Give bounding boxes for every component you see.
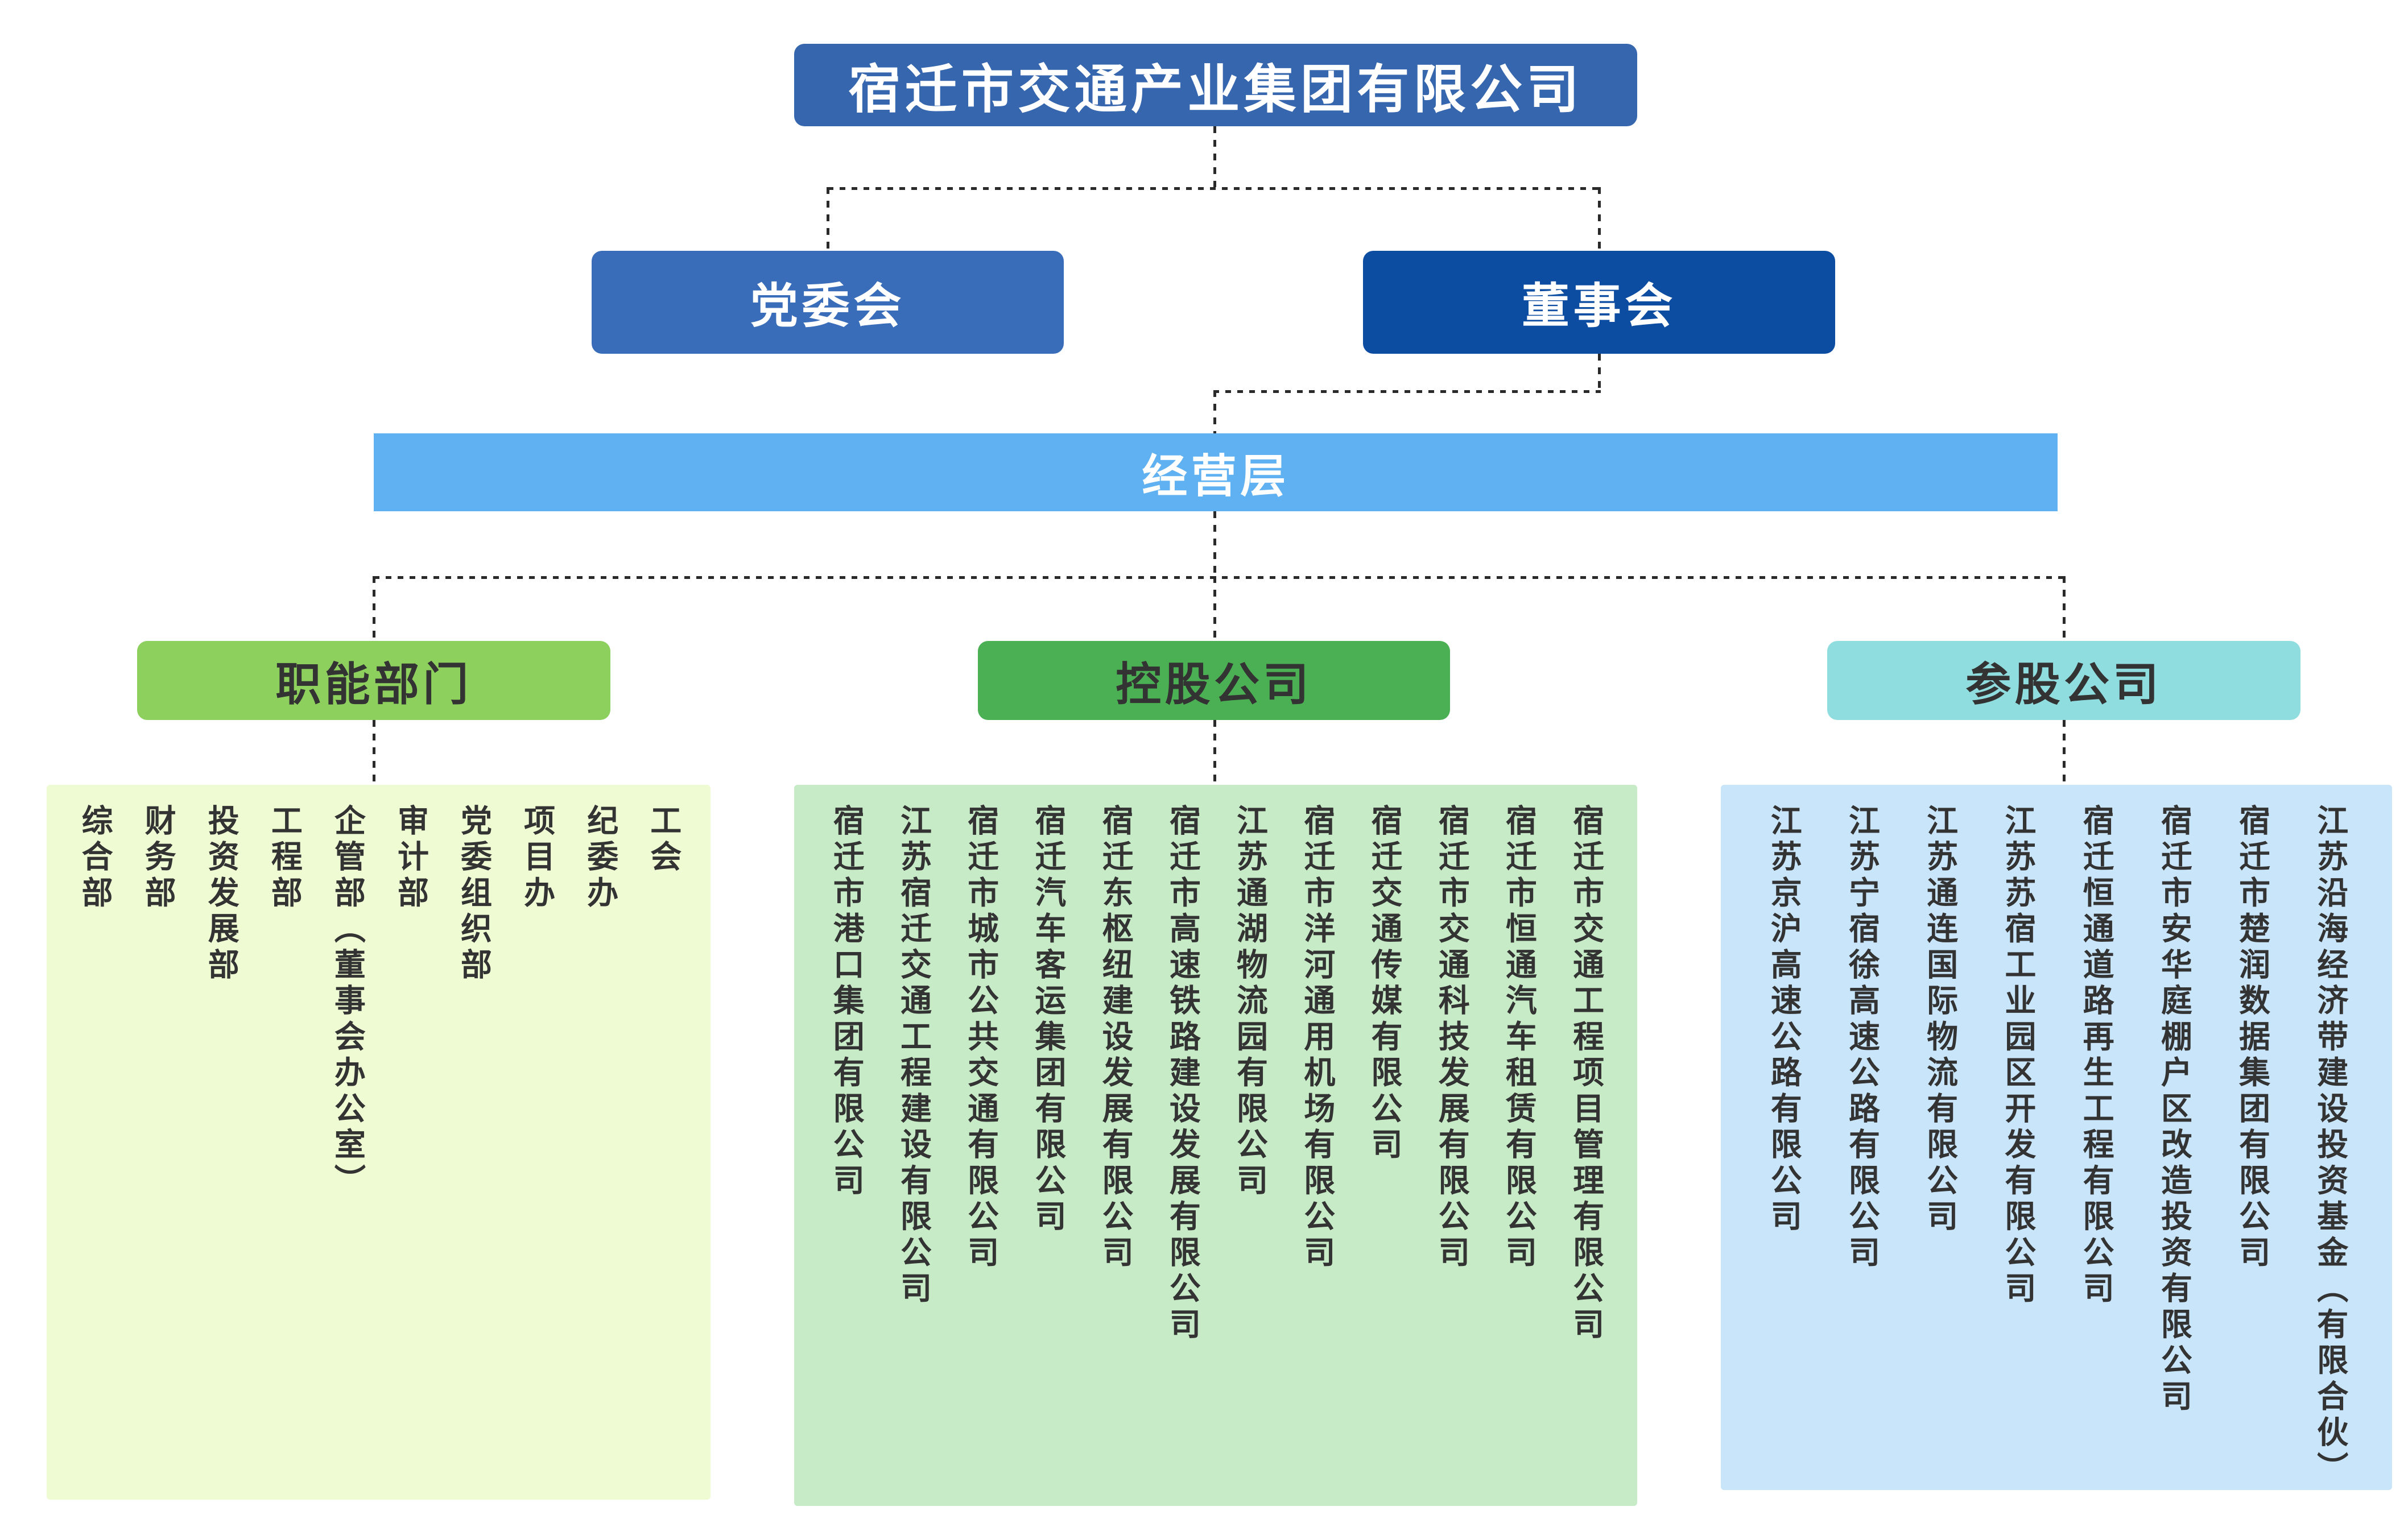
company-column: 江苏宿迁交通工程建设有限公司 — [895, 804, 931, 1308]
connector-line — [374, 576, 2067, 579]
group-header-holding-companies: 控股公司 — [978, 641, 1450, 720]
company-column: 宿迁市城市公共交通有限公司 — [963, 804, 998, 1272]
department-column: 工程部 — [266, 804, 302, 912]
board-of-directors-box: 董事会 — [1363, 251, 1835, 354]
connector-line — [1213, 576, 1216, 641]
company-column: 宿迁市楚润数据集团有限公司 — [2234, 804, 2270, 1272]
connector-line — [827, 187, 829, 251]
connector-line — [2063, 576, 2066, 641]
department-column: 审计部 — [393, 804, 428, 912]
company-column: 江苏通连国际物流有限公司 — [1922, 804, 1957, 1236]
department-column: 党委组织部 — [456, 804, 491, 984]
connector-line — [1213, 390, 1601, 393]
department-column: 综合部 — [77, 804, 113, 912]
company-column: 宿迁恒通道路再生工程有限公司 — [2078, 804, 2114, 1308]
company-column: 宿迁东枢纽建设发展有限公司 — [1097, 804, 1133, 1272]
company-column: 宿迁市洋河通用机场有限公司 — [1299, 804, 1335, 1272]
connector-line — [828, 187, 1602, 190]
company-column: 宿迁交通传媒有限公司 — [1366, 804, 1402, 1164]
group-header-functional-departments: 职能部门 — [137, 641, 610, 720]
company-column: 宿迁市交通科技发展有限公司 — [1434, 804, 1469, 1272]
company-column: 宿迁市高速铁路建设发展有限公司 — [1164, 804, 1200, 1344]
party-committee-box: 党委会 — [592, 251, 1064, 354]
panel-holding-companies: 宿迁市港口集团有限公司 江苏宿迁交通工程建设有限公司 宿迁市城市公共交通有限公司… — [794, 785, 1637, 1506]
department-column: 投资发展部 — [203, 804, 239, 984]
connector-line — [1213, 390, 1216, 433]
company-column: 江苏苏宿工业园区开发有限公司 — [2000, 804, 2035, 1308]
company-column: 江苏沿海经济带建设投资基金（有限合伙） — [2312, 804, 2348, 1488]
connector-line — [1598, 354, 1601, 390]
panel-functional-departments: 综合部 财务部 投资发展部 工程部 企管部（董事会办公室） 审计部 党委组织部 … — [47, 785, 711, 1500]
panel-equity-companies: 江苏京沪高速公路有限公司 江苏宁宿徐高速公路有限公司 江苏通连国际物流有限公司 … — [1721, 785, 2392, 1490]
connector-line — [373, 576, 375, 641]
connector-line — [2063, 720, 2066, 785]
company-column: 宿迁市恒通汽车租赁有限公司 — [1501, 804, 1537, 1272]
org-root-box: 宿迁市交通产业集团有限公司 — [794, 44, 1637, 126]
department-column: 财务部 — [140, 804, 176, 912]
department-column: 纪委办 — [582, 804, 618, 912]
department-column: 企管部（董事会办公室） — [329, 804, 365, 1200]
department-column: 项目办 — [519, 804, 555, 912]
connector-line — [1213, 126, 1216, 187]
management-layer-bar: 经营层 — [374, 433, 2058, 511]
company-column: 江苏京沪高速公路有限公司 — [1766, 804, 1802, 1236]
company-column: 宿迁市港口集团有限公司 — [828, 804, 864, 1200]
connector-line — [1598, 187, 1601, 251]
company-column: 宿迁市安华庭棚户区改造投资有限公司 — [2156, 804, 2192, 1416]
connector-line — [1213, 511, 1216, 576]
company-column: 宿迁汽车客运集团有限公司 — [1030, 804, 1065, 1236]
company-column: 宿迁市交通工程项目管理有限公司 — [1568, 804, 1604, 1344]
company-column: 江苏宁宿徐高速公路有限公司 — [1844, 804, 1880, 1272]
connector-line — [373, 720, 375, 785]
company-column: 江苏通湖物流园有限公司 — [1232, 804, 1267, 1200]
department-column: 工会 — [645, 804, 681, 876]
connector-line — [1213, 720, 1216, 785]
group-header-equity-companies: 参股公司 — [1827, 641, 2300, 720]
